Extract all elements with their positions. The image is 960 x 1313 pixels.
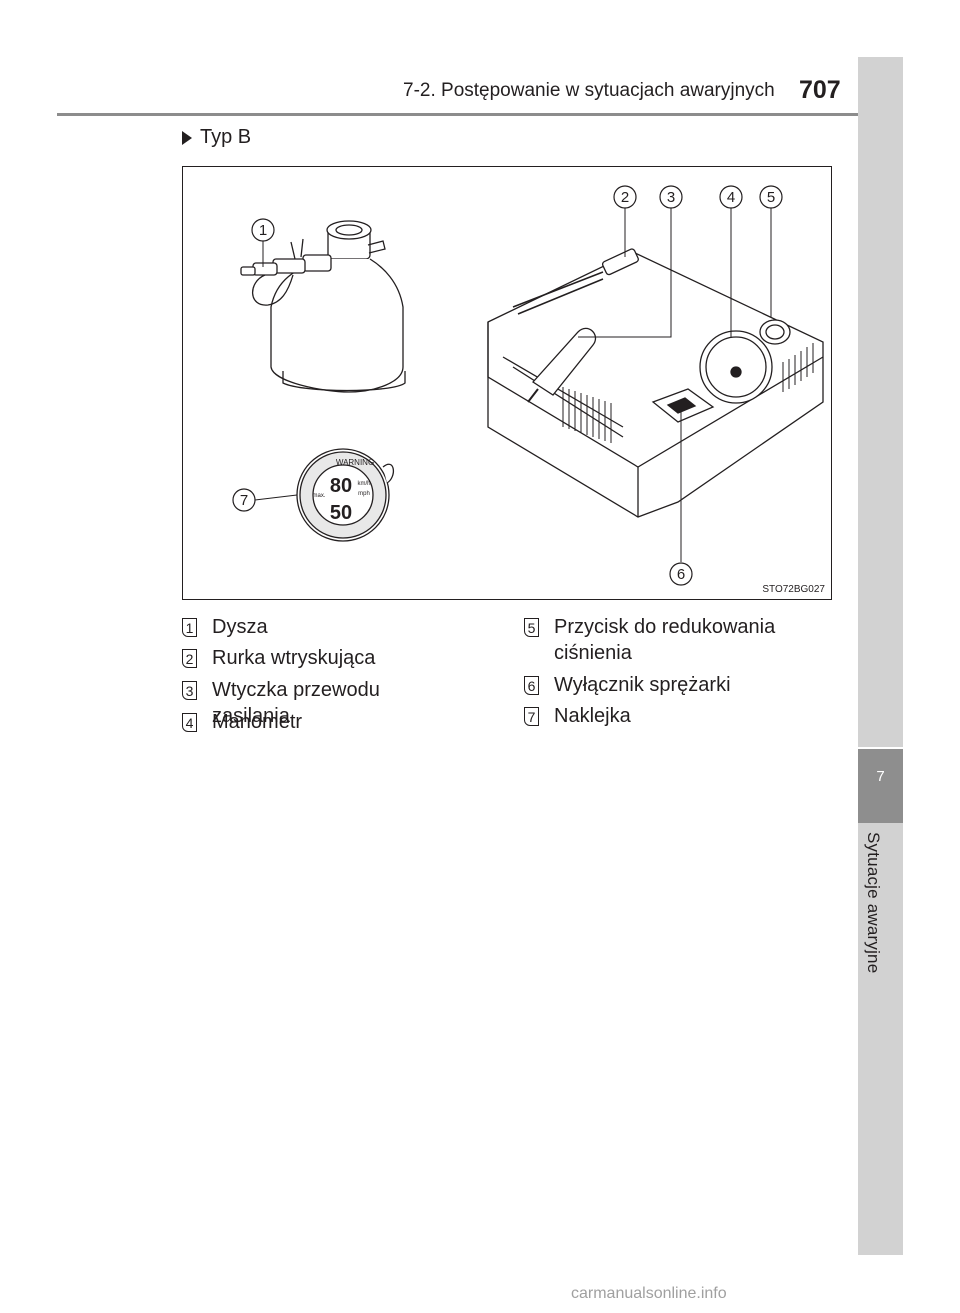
running-header-title: 7-2. Postępowanie w sytuacjach awaryjnyc… bbox=[403, 80, 775, 101]
legend-text: Manometr bbox=[212, 711, 303, 733]
footer-watermark: carmanualsonline.info bbox=[571, 1285, 727, 1302]
legend-number-badge: 1 bbox=[182, 618, 197, 637]
legend-item: 4 Manometr bbox=[182, 709, 462, 735]
sticker-warning-text: WARNING bbox=[336, 458, 374, 467]
callout-1: 1 bbox=[259, 222, 267, 239]
callout-3: 3 bbox=[667, 189, 675, 206]
callout-7: 7 bbox=[240, 492, 248, 509]
section-heading-text: Typ B bbox=[200, 126, 252, 148]
legend-number-badge: 2 bbox=[182, 649, 197, 668]
legend-text: Przycisk do redukowania ciśnienia bbox=[554, 616, 776, 664]
chapter-number: 7 bbox=[876, 768, 885, 785]
legend-item: 3 Wtyczka przewodu zasilania bbox=[182, 677, 462, 729]
sticker-max-label: max. bbox=[312, 493, 325, 499]
compressor-illustration: 1 2 3 4 5 6 7 WARNING 80 50 km/h mph max… bbox=[182, 166, 832, 600]
legend-text: Wtyczka przewodu zasilania bbox=[212, 679, 380, 727]
legend-text: Rurka wtryskująca bbox=[212, 647, 376, 669]
warning-sticker bbox=[296, 448, 394, 542]
sticker-unit-kmh: km/h bbox=[357, 481, 370, 487]
page-number: 707 bbox=[799, 76, 841, 104]
legend-text: Wyłącznik sprężarki bbox=[554, 674, 731, 696]
callout-5: 5 bbox=[767, 189, 775, 206]
illustration-drawing: 1 2 3 4 5 6 7 WARNING 80 50 km/h mph max… bbox=[232, 185, 824, 586]
legend-number-badge: 4 bbox=[182, 713, 197, 732]
sticker-speed-mph: 50 bbox=[330, 502, 352, 524]
legend-item: 6 Wyłącznik sprężarki bbox=[524, 672, 804, 698]
sticker-speed-kmh: 80 bbox=[330, 475, 352, 497]
section-heading: Typ B bbox=[182, 126, 251, 149]
legend-item: 7 Naklejka bbox=[524, 703, 804, 729]
legend-number-badge: 3 bbox=[182, 681, 197, 700]
compressor-body bbox=[487, 248, 824, 518]
chapter-title: Sytuacje awaryjne bbox=[864, 832, 883, 974]
legend-text: Naklejka bbox=[554, 705, 631, 727]
figure-code: STO72BG027 bbox=[762, 584, 825, 595]
callout-6: 6 bbox=[677, 566, 685, 583]
legend-text: Dysza bbox=[212, 616, 268, 638]
legend-number-badge: 7 bbox=[524, 707, 539, 726]
sealant-bottle bbox=[240, 220, 406, 393]
legend-number-badge: 6 bbox=[524, 676, 539, 695]
header-divider bbox=[57, 113, 860, 116]
legend-item: 2 Rurka wtryskująca bbox=[182, 645, 462, 671]
legend-item: 5 Przycisk do redukowania ciśnienia bbox=[524, 614, 804, 666]
callout-4: 4 bbox=[727, 189, 735, 206]
legend-number-badge: 5 bbox=[524, 618, 539, 637]
sidebar-tab-lower bbox=[858, 823, 903, 1255]
legend-item: 1 Dysza bbox=[182, 614, 462, 640]
sticker-unit-mph: mph bbox=[358, 491, 370, 497]
triangle-bullet-icon bbox=[182, 130, 192, 145]
sidebar-chapter-tab[interactable] bbox=[858, 749, 903, 823]
sidebar-tab-upper bbox=[858, 57, 903, 747]
callout-2: 2 bbox=[621, 189, 629, 206]
